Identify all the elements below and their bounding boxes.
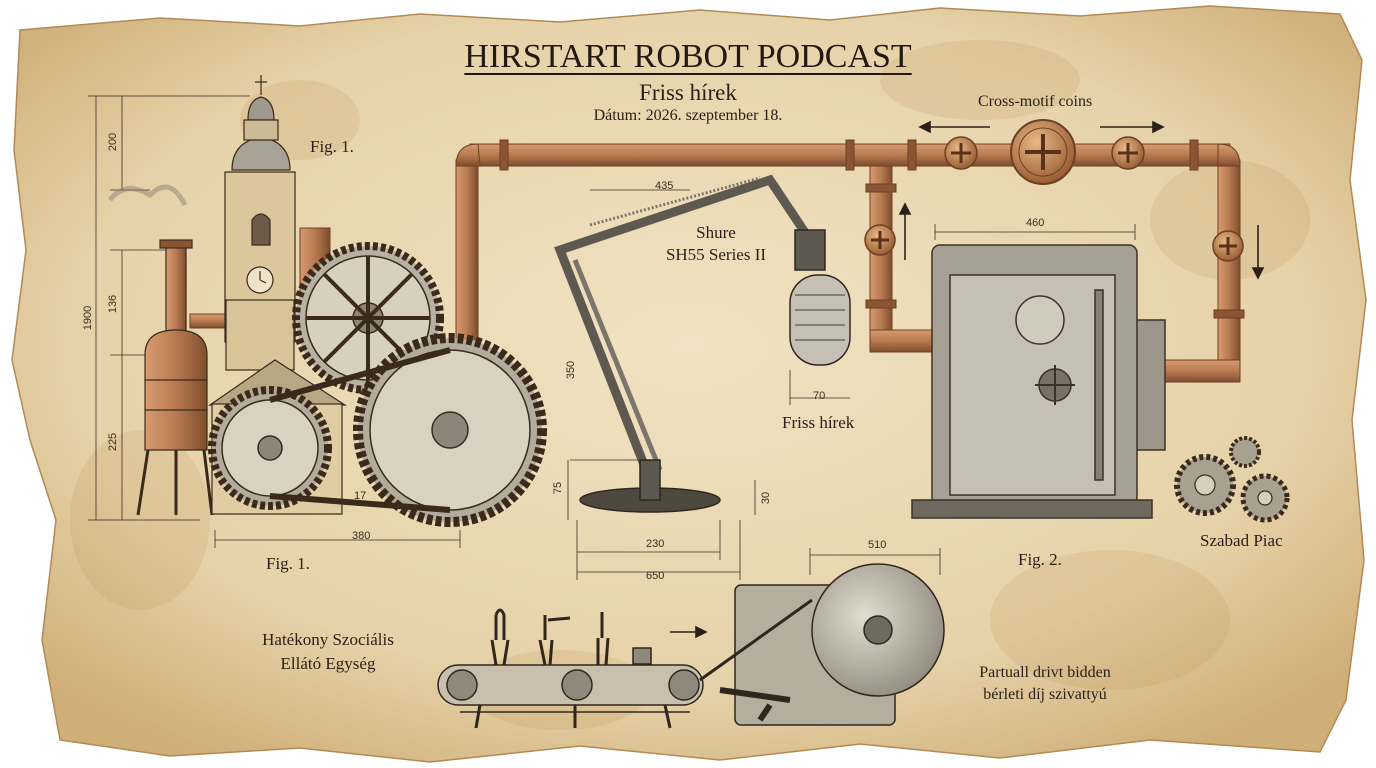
dim-foot: 30 bbox=[760, 491, 773, 505]
market-label: Szabad Piac bbox=[1200, 531, 1283, 550]
conveyor-icon bbox=[437, 608, 704, 729]
dim-stand-total: 650 bbox=[646, 570, 665, 582]
fig1-top-label: Fig. 1. bbox=[310, 137, 354, 156]
dim-height-low: 225 bbox=[107, 432, 120, 452]
date-line: Dátum: 2026. szeptember 18. bbox=[593, 107, 783, 124]
boiler-icon bbox=[108, 184, 214, 516]
dim-mic-width: 70 bbox=[813, 390, 826, 402]
page-subtitle: Friss hírek bbox=[639, 80, 737, 105]
unit-label-line2: Ellátó Egység bbox=[280, 654, 376, 673]
market-gears-icon bbox=[1174, 436, 1290, 523]
fig1-bottom-label: Fig. 1. bbox=[266, 554, 310, 573]
flow-arrows bbox=[670, 120, 1265, 639]
dim-height-total: 1900 bbox=[82, 305, 95, 331]
mic-caption: Friss hírek bbox=[782, 413, 855, 432]
mic-label-line2: SH55 Series II bbox=[665, 245, 767, 264]
pump-label-line1: Partuall drivt bidden bbox=[979, 664, 1111, 681]
dim-small-width: 17 bbox=[354, 490, 367, 502]
unit-label-line1: Hatékony Szociális bbox=[262, 630, 394, 649]
page-title: HIRSTART ROBOT PODCAST bbox=[464, 38, 912, 75]
coin-icon bbox=[864, 119, 1244, 262]
dim-safe-width: 460 bbox=[1026, 217, 1045, 229]
dimension-lines bbox=[88, 95, 1136, 580]
microphone-icon bbox=[554, 174, 851, 513]
coins-label: Cross-motif coins bbox=[978, 93, 1093, 110]
dim-height-top: 200 bbox=[107, 132, 120, 152]
dim-pump-width: 510 bbox=[868, 539, 887, 551]
dim-arm-vertical: 350 bbox=[565, 360, 578, 380]
dim-stand-width: 230 bbox=[646, 538, 665, 550]
dim-arm: 435 bbox=[655, 180, 674, 192]
paper-sheet bbox=[11, 5, 1367, 763]
dim-height-mid: 136 bbox=[107, 294, 120, 314]
safe-icon bbox=[911, 244, 1166, 519]
pump-label-line2: bérleti díj szivattyú bbox=[983, 686, 1107, 703]
mic-label-line1: Shure bbox=[696, 223, 736, 242]
pump-icon bbox=[699, 563, 945, 726]
gear-icon bbox=[208, 242, 547, 527]
dim-base-width: 380 bbox=[352, 530, 371, 542]
dim-stand-height: 75 bbox=[552, 481, 565, 495]
fig2-label: Fig. 2. bbox=[1018, 550, 1062, 569]
